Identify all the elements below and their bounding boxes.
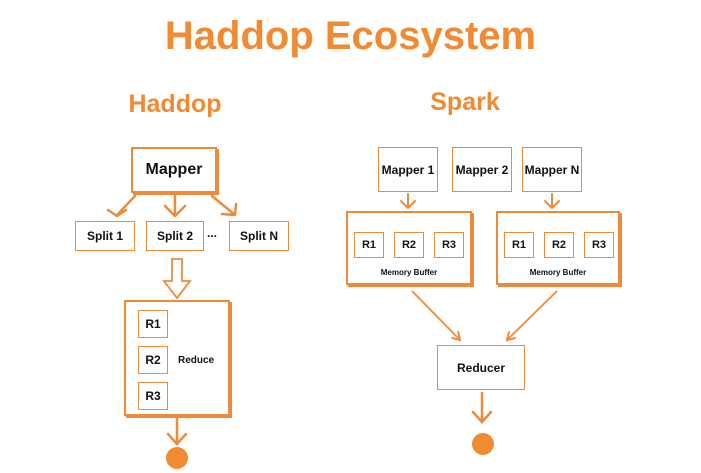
- reduce-label: Reduce: [178, 355, 215, 366]
- reduce-item-r1: R1: [138, 310, 168, 338]
- spark-mapper-1: Mapper 1: [378, 147, 438, 192]
- arrow-left-buffer-reducer: [411, 290, 460, 340]
- buffer-right-label: Memory Buffer: [529, 268, 587, 277]
- spark-mapper-n: Mapper N: [522, 147, 582, 192]
- split-label: Split 2: [156, 229, 193, 243]
- buffer-item-label: R3: [441, 239, 457, 251]
- arrow-to-split-n: [210, 194, 238, 217]
- split-ellipsis: ...: [207, 226, 218, 240]
- hollow-arrow-to-reduce: [162, 258, 192, 300]
- split-label: Split N: [240, 229, 278, 243]
- buffer-left-r2: R2: [394, 232, 424, 258]
- mapper-label: Mapper 1: [381, 162, 435, 177]
- reducer-output-arrow: [471, 391, 493, 424]
- reduce-output-arrow: [166, 416, 188, 446]
- hadoop-output-node: [166, 447, 188, 469]
- spark-reducer-box: Reducer: [437, 345, 525, 390]
- buffer-item-label: R2: [401, 239, 417, 251]
- hadoop-split-n: Split N: [229, 221, 289, 251]
- reduce-item-r2: R2: [138, 346, 168, 374]
- buffer-right-r3: R3: [584, 232, 614, 258]
- reduce-item-label: R2: [145, 353, 161, 367]
- mapper-to-buffer-arrows: [400, 193, 560, 210]
- mapper-to-splits-arrows: [106, 194, 238, 218]
- arrow-to-split-2: [163, 194, 187, 218]
- buffer-right-r1: R1: [504, 232, 534, 258]
- diagram-title: Haddop Ecosystem: [164, 14, 537, 58]
- hadoop-mapper-label: Mapper: [145, 161, 203, 178]
- buffer-left-r1: R1: [354, 232, 384, 258]
- hadoop-heading: Haddop: [128, 90, 222, 118]
- buffer-item-label: R3: [591, 239, 607, 251]
- buffer-item-label: R2: [551, 239, 567, 251]
- reduce-item-label: R1: [145, 317, 161, 331]
- buffer-item-label: R1: [361, 239, 377, 251]
- buffer-item-label: R1: [511, 239, 527, 251]
- arrow-right-buffer-reducer: [507, 290, 558, 340]
- mapper-label: Mapper N: [524, 162, 580, 177]
- buffer-left-r3: R3: [434, 232, 464, 258]
- buffer-left-label: Memory Buffer: [380, 268, 438, 277]
- reduce-item-label: R3: [145, 389, 161, 403]
- hadoop-split-1: Split 1: [75, 221, 135, 251]
- spark-output-node: [472, 433, 494, 455]
- hadoop-mapper-box: Mapper: [131, 147, 217, 193]
- split-label: Split 1: [86, 229, 123, 243]
- hadoop-split-2: Split 2: [146, 221, 204, 251]
- spark-heading: Spark: [430, 88, 500, 116]
- buffer-right-r2: R2: [544, 232, 574, 258]
- mapper-label: Mapper 2: [455, 162, 509, 177]
- reducer-label: Reducer: [456, 360, 506, 375]
- spark-mapper-2: Mapper 2: [452, 147, 512, 192]
- buffer-to-reducer-arrows: [411, 290, 558, 340]
- arrow-to-split-1: [106, 194, 137, 218]
- reduce-item-r3: R3: [138, 382, 168, 410]
